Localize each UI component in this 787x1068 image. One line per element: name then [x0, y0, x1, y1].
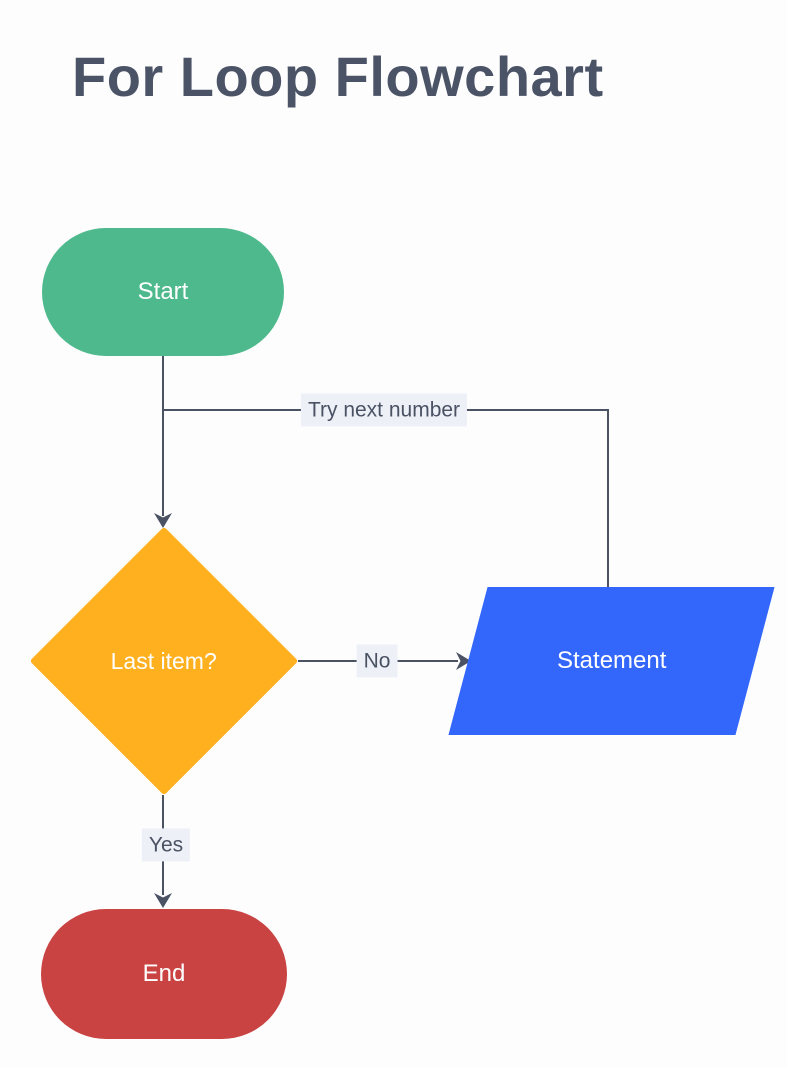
node-end: End: [41, 909, 287, 1039]
edge-label-yes: Yes: [141, 828, 191, 862]
edge-label-no: No: [356, 644, 398, 678]
node-start: Start: [42, 228, 284, 356]
arrowhead-down-icon: [154, 513, 172, 528]
edge-label-try-next-number: Try next number: [300, 393, 468, 427]
edge-start-to-decision: [162, 356, 164, 516]
arrowhead-down-icon: [154, 893, 172, 908]
page-title: For Loop Flowchart: [72, 45, 604, 108]
node-statement-label: Statement: [556, 647, 667, 674]
node-end-label: End: [142, 960, 186, 987]
node-decision-last-item: Last item?: [29, 526, 299, 796]
edge-loop-back-vertical: [607, 409, 609, 588]
node-statement: Statement: [448, 587, 775, 735]
node-decision-label: Last item?: [110, 647, 218, 674]
node-start-label: Start: [137, 278, 189, 305]
arrowhead-right-icon: [456, 652, 471, 670]
